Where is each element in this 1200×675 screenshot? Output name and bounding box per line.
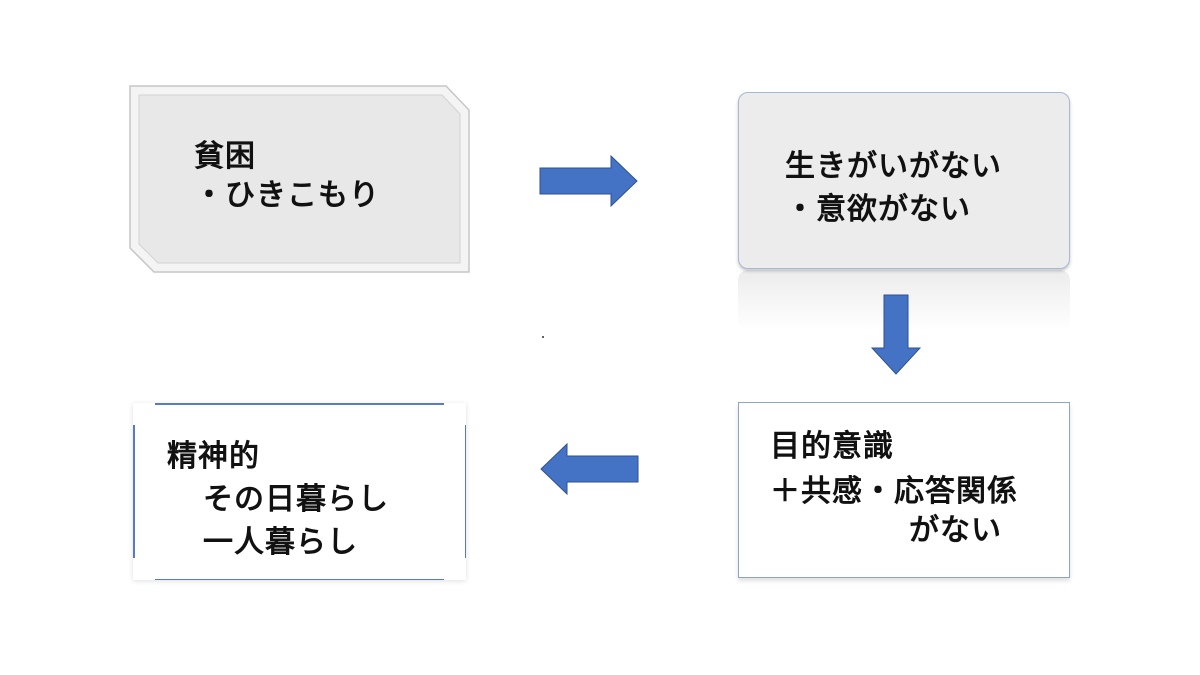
box1-line-2: ・ひきこもり xyxy=(194,178,380,213)
box-no-purpose-motivation: 生きがいがない ・意欲がない xyxy=(738,92,1070,269)
stray-dot xyxy=(542,336,544,338)
box4-edge-right xyxy=(464,425,466,558)
arrow-left xyxy=(540,443,639,495)
arrow-right xyxy=(539,155,638,207)
box4-edge-bottom xyxy=(155,578,444,580)
box-mental-day-to-day-living: 精神的 その日暮らし 一人暮らし xyxy=(133,403,466,580)
box2-line-1: 生きがいがない xyxy=(785,149,1002,184)
box4-edge-top xyxy=(155,403,444,405)
box3-line-1: 目的意識 xyxy=(770,429,894,464)
box-no-goal-empathy: 目的意識 ＋共感・応答関係 がない xyxy=(738,402,1070,578)
box1-line-1: 貧困 xyxy=(194,139,256,174)
box3-line-3: がない xyxy=(909,513,1002,548)
arrow-down xyxy=(871,294,921,375)
box4-line-1: 精神的 xyxy=(167,439,260,474)
box2-line-2: ・意欲がない xyxy=(785,192,971,227)
box4-edge-left xyxy=(133,425,135,558)
box4-line-2: その日暮らし xyxy=(203,482,389,517)
bevel-plate-shape xyxy=(129,85,470,273)
box-poverty-withdrawal: 貧困 ・ひきこもり xyxy=(128,84,471,274)
box4-line-3: 一人暮らし xyxy=(203,525,358,560)
box3-line-2: ＋共感・応答関係 xyxy=(770,474,1018,509)
